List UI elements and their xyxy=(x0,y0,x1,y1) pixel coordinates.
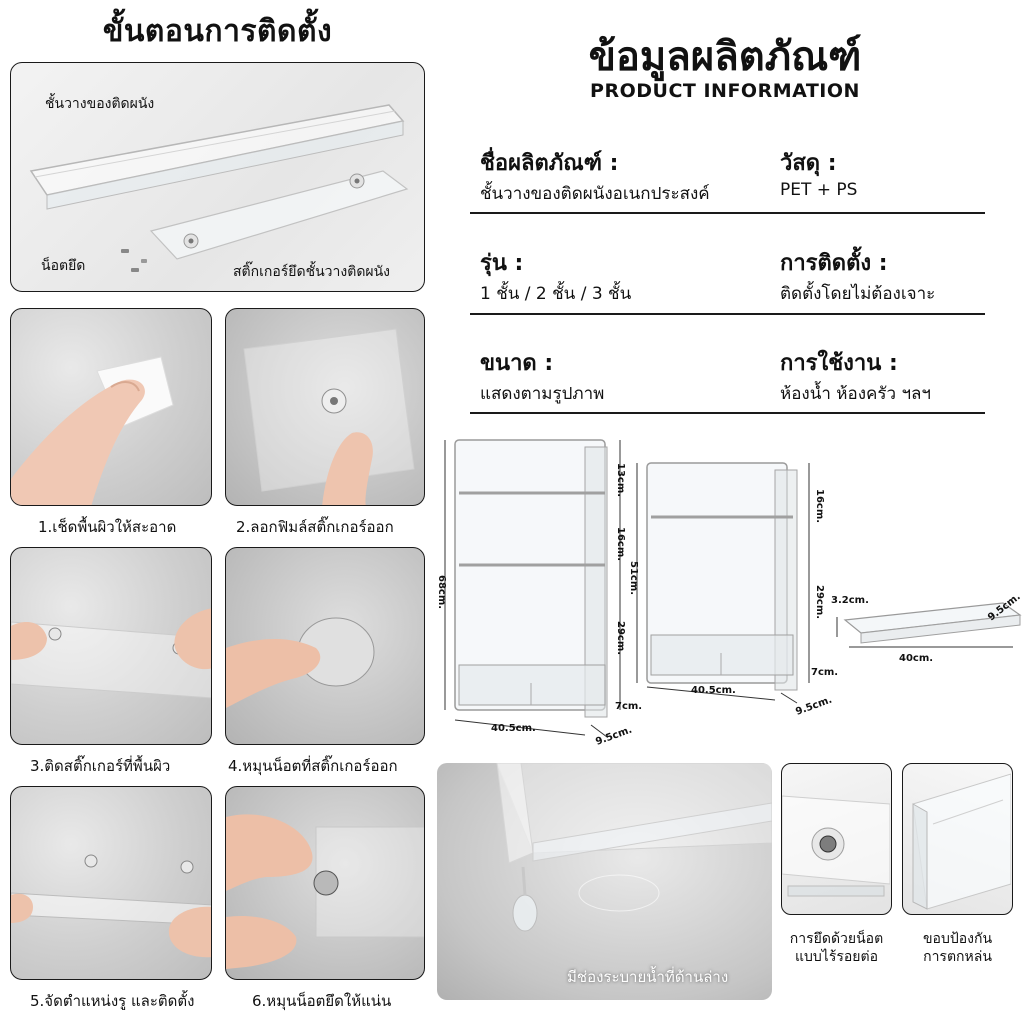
product-info-subtitle: PRODUCT INFORMATION xyxy=(590,80,860,102)
three-tier-h3: 29cm. xyxy=(615,621,626,655)
screw-caption-line-1: การยึดด้วยน็อต xyxy=(789,931,884,947)
three-tier-total-height: 68cm. xyxy=(436,575,447,609)
step-4-photo xyxy=(225,547,425,745)
two-tier-depth: 9.5cm. xyxy=(794,695,833,718)
three-tier-dimension-lines xyxy=(444,440,621,738)
product-name-heading: ชื่อผลิตภัณฑ์ : xyxy=(480,151,619,176)
one-tier-height: 3.2cm. xyxy=(831,595,869,606)
one-tier-shelf xyxy=(836,602,1022,648)
two-tier-h3: 7cm. xyxy=(811,667,838,678)
two-tier-h1: 16cm. xyxy=(814,489,825,523)
step-3-photo xyxy=(10,547,212,745)
model-heading: รุ่น : xyxy=(480,251,524,276)
screw-label: น็อตยึด xyxy=(41,258,86,274)
screw-detail-caption: การยึดด้วยน็อต แบบไร้รอยต่อ xyxy=(779,930,894,966)
info-divider-2 xyxy=(470,313,985,315)
hand-wiping-illustration xyxy=(11,356,174,505)
dimension-drawings: 68cm. 13cm. 16cm. 29cm. 7cm. 40.5cm. 9.5… xyxy=(436,439,1023,748)
parts-overview-panel: ชั้นวางของติดผนัง น็อตยึด สติ๊กเกอร์ยึดช… xyxy=(10,62,425,292)
three-tier-width: 40.5cm. xyxy=(491,723,536,734)
step-3-caption: 3.ติดสติ๊กเกอร์ที่พื้นผิว xyxy=(30,757,171,775)
size-value: แสดงตามรูปภาพ xyxy=(480,384,605,404)
screw-caption-line-2: แบบไร้รอยต่อ xyxy=(795,949,878,965)
tighten-screw-illustration xyxy=(226,814,424,969)
three-tier-h1: 13cm. xyxy=(615,463,626,497)
shelf-parts-illustration xyxy=(29,104,409,272)
three-tier-depth: 9.5cm. xyxy=(594,725,633,748)
step-4-caption: 4.หมุนน็อตที่สติ๊กเกอร์ออก xyxy=(228,757,398,775)
installation-value: ติดตั้งโดยไม่ต้องเจาะ xyxy=(780,284,936,304)
installation-title: ขั้นตอนการติดตั้ง xyxy=(102,14,333,49)
screw-detail-photo xyxy=(781,763,892,915)
apply-sticker-illustration xyxy=(11,608,211,699)
screw-detail-illustration xyxy=(782,795,891,897)
edge-detail-illustration xyxy=(912,773,1012,910)
step-6-photo xyxy=(225,786,425,980)
product-name-value: ชั้นวางของติดผนังอเนกประสงค์ xyxy=(480,184,710,204)
drain-detail-illustration xyxy=(496,763,772,932)
step-2-caption: 2.ลอกฟิมล์สติ๊กเกอร์ออก xyxy=(236,518,394,536)
two-tier-dimension-lines xyxy=(636,463,810,704)
step-1-caption: 1.เช็ดพื้นผิวให้สะอาด xyxy=(38,518,177,536)
usage-heading: การใช้งาน : xyxy=(780,351,898,376)
edge-caption-line-1: ขอบป้องกัน xyxy=(922,931,993,947)
three-tier-h4: 7cm. xyxy=(615,701,642,712)
two-tier-width: 40.5cm. xyxy=(691,685,736,696)
size-heading: ขนาด : xyxy=(480,351,554,376)
drain-caption: มีช่องระบายน้ำที่ด้านล่าง xyxy=(567,968,729,986)
installation-heading: การติดตั้ง : xyxy=(780,251,888,276)
info-divider-1 xyxy=(470,212,985,214)
sticker-label: สติ๊กเกอร์ยึดชั้นวางติดผนัง xyxy=(233,264,391,280)
step-2-photo xyxy=(225,308,425,506)
model-value: 1 ชั้น / 2 ชั้น / 3 ชั้น xyxy=(480,284,632,304)
three-tier-h2: 16cm. xyxy=(615,527,626,561)
drain-detail-photo: มีช่องระบายน้ำที่ด้านล่าง xyxy=(437,763,772,1000)
step-1-photo xyxy=(10,308,212,506)
two-tier-shelf xyxy=(646,462,798,691)
material-value: PET + PS xyxy=(780,180,858,200)
two-tier-h2: 29cm. xyxy=(814,585,825,619)
edge-detail-photo xyxy=(902,763,1013,915)
step-6-caption: 6.หมุนน็อตยึดให้แน่น xyxy=(252,992,392,1010)
info-divider-3 xyxy=(470,412,985,414)
two-tier-total-height: 51cm. xyxy=(628,561,639,595)
three-tier-shelf xyxy=(454,439,608,718)
material-heading: วัสดุ : xyxy=(780,151,837,176)
product-info-title: ข้อมูลผลิตภัณฑ์ xyxy=(588,34,862,80)
peel-sticker-illustration xyxy=(243,328,415,505)
mount-shelf-illustration xyxy=(11,854,211,958)
one-tier-width: 40cm. xyxy=(899,653,933,664)
step-5-caption: 5.จัดตำแหน่งรู และติดตั้ง xyxy=(30,992,195,1010)
remove-screw-illustration xyxy=(226,617,375,708)
usage-value: ห้องน้ำ ห้องครัว ฯลฯ xyxy=(780,384,931,404)
edge-caption-line-2: การตกหล่น xyxy=(923,949,992,965)
step-5-photo xyxy=(10,786,212,980)
edge-detail-caption: ขอบป้องกัน การตกหล่น xyxy=(900,930,1015,966)
shelf-label: ชั้นวางของติดผนัง xyxy=(45,96,155,112)
